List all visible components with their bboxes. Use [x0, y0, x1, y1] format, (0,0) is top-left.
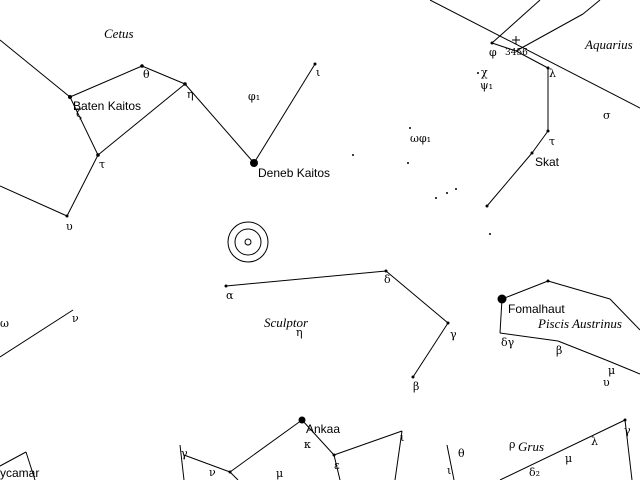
label-gru-delta: δ₂ [529, 466, 540, 479]
star-deneb-kaitos: Deneb Kaitos [258, 166, 330, 180]
label-cet-eta: η [187, 88, 194, 101]
label-phe-nu2: ν [209, 466, 216, 479]
constellation-sculptor: Sculptor [264, 315, 309, 330]
label-psa-delta-gamma: δγ [501, 336, 515, 349]
label-gru-mu: μ [565, 452, 572, 465]
label-cet-upsilon: υ [66, 220, 73, 233]
constellation-phoenix-partial: ycamar [0, 466, 39, 480]
label-psa-mu: μ [608, 364, 615, 377]
constellation-grus: Grus [518, 439, 544, 454]
label-scl-beta: β [413, 380, 419, 393]
stars [65, 41, 627, 474]
label-gru-rho: ρ [509, 438, 515, 451]
label-phe-epsilon: ε [334, 459, 340, 472]
sun-symbol [227, 221, 269, 263]
greek-labels: θ η φ₁ ι ζ τ υ φ 3456 χ ψ₁ λ τ σ ωφ₁ α δ… [0, 46, 631, 480]
label-cet-iota: ι [316, 66, 320, 79]
label-aqr-omega: ωφ₁ [410, 132, 431, 145]
star-skat: Skat [535, 155, 560, 169]
constellation-piscis-austrinus: Piscis Austrinus [537, 316, 622, 331]
label-phe-gamma: γ [181, 447, 188, 460]
label-phe-iota: ι [400, 431, 404, 444]
label-aqr-phi: φ [489, 46, 497, 59]
label-aqr-psi1: ψ₁ [480, 79, 493, 92]
label-scl-alpha: α [226, 289, 234, 302]
label-phe-nu: ν [72, 312, 79, 325]
label-psa-beta: β [556, 344, 562, 357]
label-scl-gamma: γ [450, 328, 457, 341]
constellation-cetus: Cetus [104, 26, 134, 41]
label-cet-zeta: ζ [76, 107, 82, 120]
label-scl-eta: η [296, 326, 303, 339]
label-aqr-ref: 3456 [505, 48, 528, 58]
star-fomalhaut: Fomalhaut [508, 302, 565, 316]
label-psa-upsilon: υ [603, 376, 610, 389]
label-cet-phi1: φ₁ [248, 90, 260, 103]
label-gru-theta: θ [458, 447, 465, 460]
label-cet-theta: θ [143, 68, 150, 81]
label-aqr-chi: χ [481, 66, 488, 79]
label-phe-mu: μ [276, 467, 283, 480]
label-gru-gamma: γ [624, 424, 631, 437]
label-gru-lambda: λ [591, 435, 598, 448]
label-phe-kappa: κ [304, 438, 311, 451]
constellation-aquarius: Aquarius [584, 37, 633, 52]
label-gru-iota: ι [447, 464, 451, 477]
star-baten-kaitos: Baten Kaitos [73, 99, 141, 113]
label-phe-omega: ω [0, 317, 9, 330]
label-aqr-sigma: σ [603, 109, 611, 122]
label-aqr-tau: τ [549, 135, 555, 148]
label-scl-delta: δ [384, 273, 391, 286]
star-ankaa: Ankaa [306, 422, 340, 436]
label-aqr-lambda: λ [549, 67, 556, 80]
label-cet-tau: τ [99, 158, 105, 171]
